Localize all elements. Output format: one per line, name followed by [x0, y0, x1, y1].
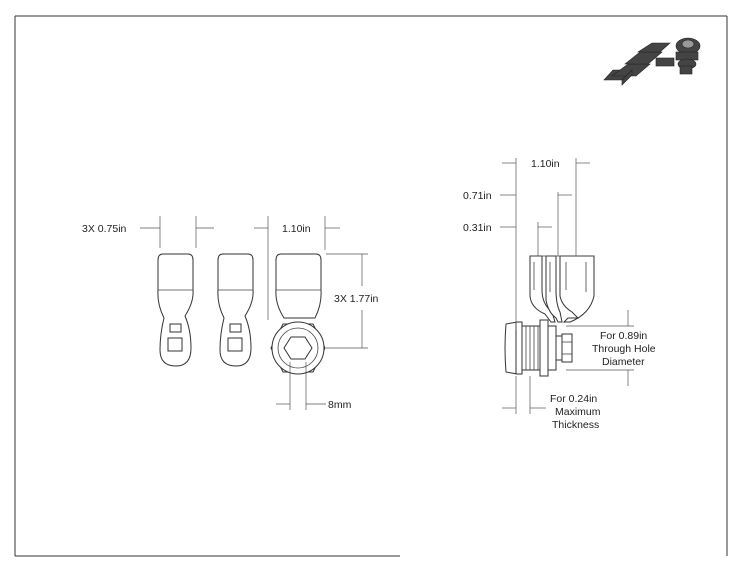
cam-1 [157, 253, 194, 367]
hole-note-line-3: Diameter [602, 356, 645, 368]
hex-socket [283, 336, 313, 360]
cam-screw [561, 333, 573, 363]
dim-mid-label: 0.71in [463, 190, 492, 202]
lock-nut [539, 319, 549, 377]
side-view-lock [504, 255, 595, 377]
hole-note-line-1: For 0.89in [600, 330, 647, 342]
thickness-note-line-1: For 0.24in [550, 393, 597, 405]
thickness-note-line-3: Thickness [552, 419, 599, 431]
dim-hex-label: 8mm [328, 399, 352, 411]
dim-total-label: 1.10in [531, 158, 560, 170]
cam-2 [217, 253, 254, 367]
dim-short-label: 0.31in [463, 222, 492, 234]
side-view-dimensions: 1.10in 0.71in 0.31in For 0.89in Through … [463, 158, 656, 431]
thickness-note-line-2: Maximum [555, 406, 601, 418]
lock-threaded-body [521, 325, 543, 371]
front-view-cams [157, 253, 326, 375]
dim-width-label: 1.10in [282, 223, 311, 235]
hole-note-line-2: Through Hole [592, 343, 656, 355]
dim-length-label: 3X 1.77in [334, 293, 379, 305]
isometric-view [603, 37, 701, 86]
dim-thickness-label: 3X 0.75in [82, 223, 127, 235]
sheet-border [14, 15, 728, 557]
cam-3 [275, 253, 322, 319]
front-view-dimensions: 3X 0.75in 1.10in 3X 1.77in 8mm [82, 216, 379, 411]
